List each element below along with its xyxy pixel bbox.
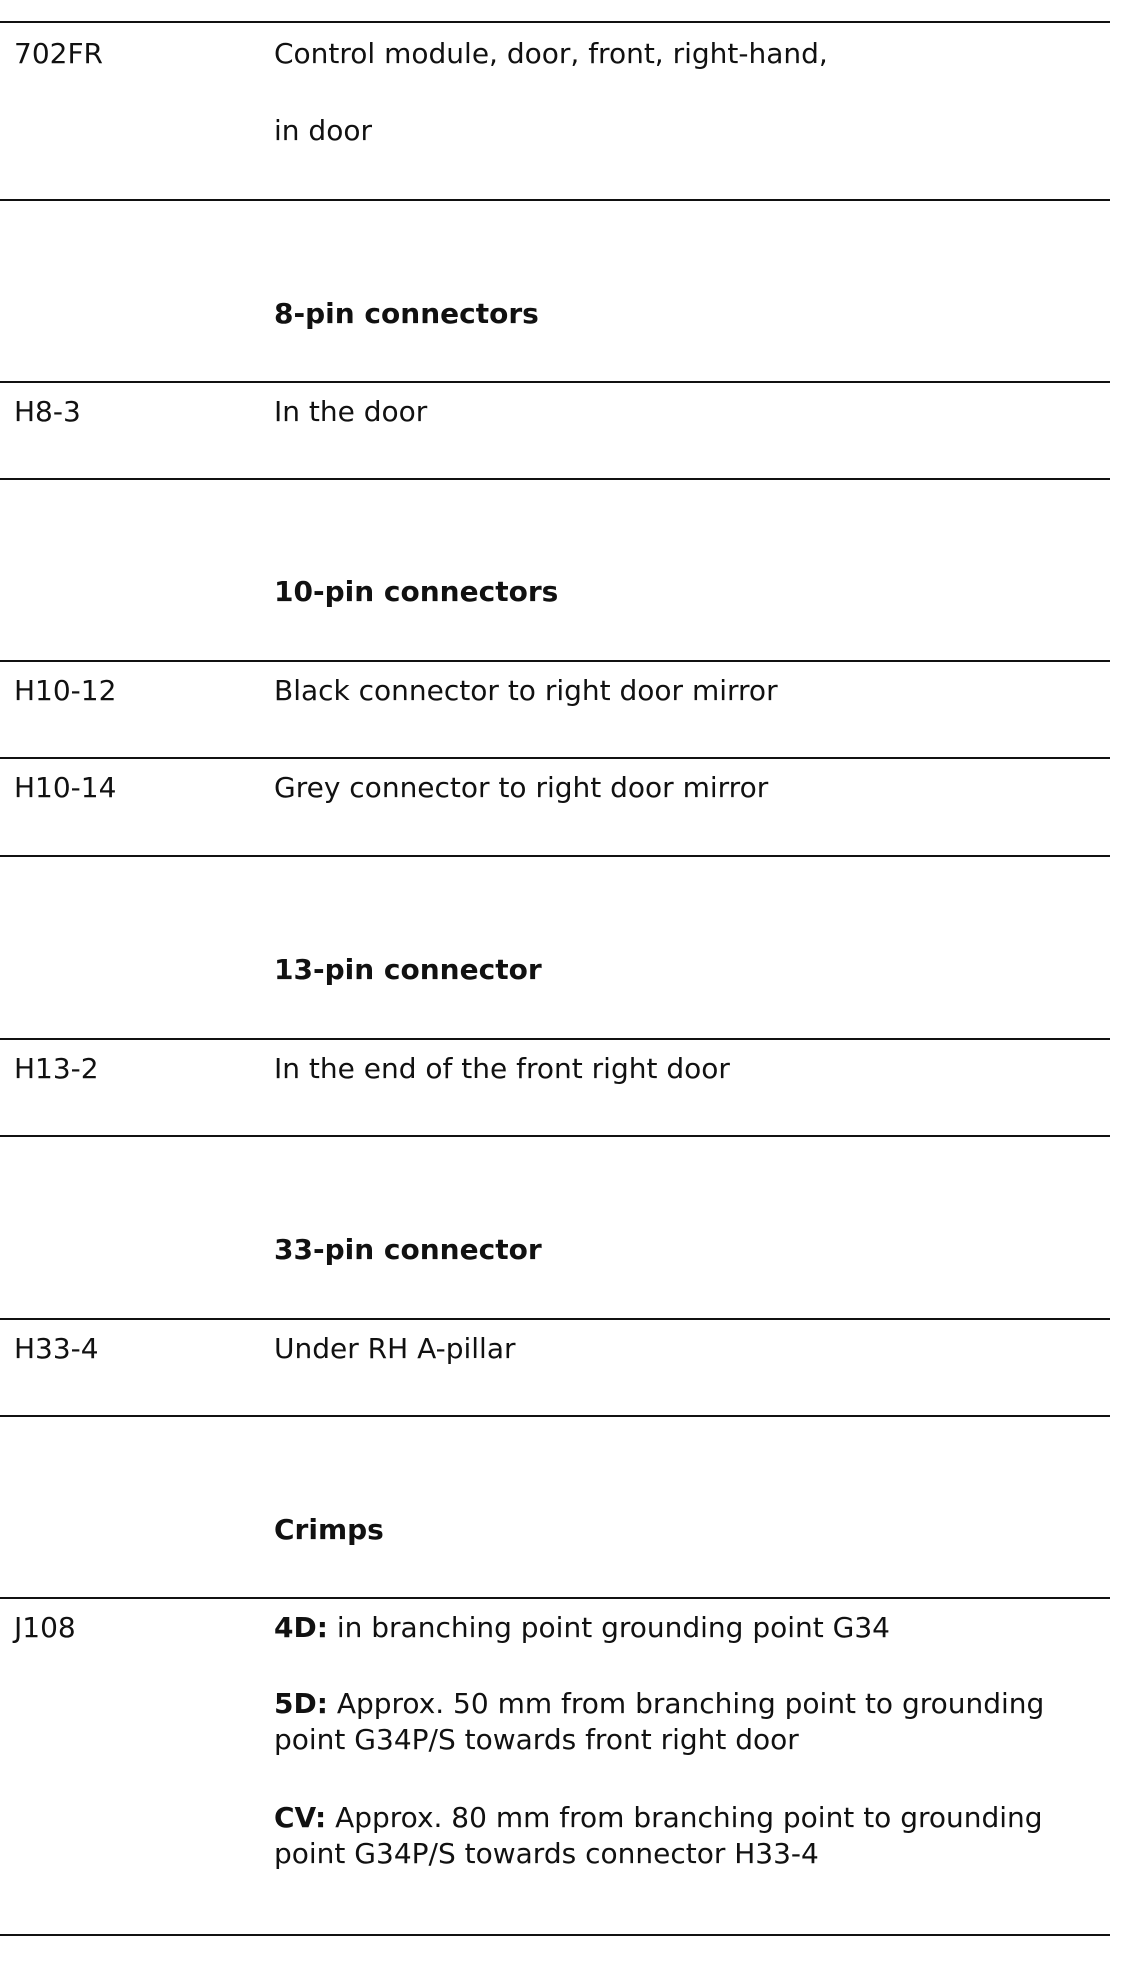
divider xyxy=(0,21,1110,23)
crimp-text: Approx. 80 mm from branching point to gr… xyxy=(274,1801,1043,1870)
section-heading: 33-pin connector xyxy=(274,1233,542,1266)
crimp-note: 5D: Approx. 50 mm from branching point t… xyxy=(274,1686,1104,1758)
connector-code: H10-14 xyxy=(14,771,117,804)
crimp-code: J108 xyxy=(14,1611,76,1644)
section-heading: 8-pin connectors xyxy=(274,297,539,330)
component-description: Control module, door, front, right-hand, xyxy=(274,37,828,70)
divider xyxy=(0,1934,1110,1936)
divider xyxy=(0,1597,1110,1599)
crimp-text: Approx. 50 mm from branching point to gr… xyxy=(274,1687,1045,1756)
connector-code: H8-3 xyxy=(14,395,81,428)
crimp-text: in branching point grounding point G34 xyxy=(327,1611,890,1644)
crimp-label: 5D: xyxy=(274,1687,328,1720)
connector-code: H10-12 xyxy=(14,674,117,707)
divider xyxy=(0,381,1110,383)
divider xyxy=(0,1415,1110,1417)
divider xyxy=(0,660,1110,662)
component-description: in door xyxy=(274,114,372,147)
connector-description: Under RH A-pillar xyxy=(274,1332,516,1365)
connector-description: Black connector to right door mirror xyxy=(274,674,778,707)
crimp-label: CV: xyxy=(274,1801,327,1834)
section-heading: 10-pin connectors xyxy=(274,575,559,608)
connector-code: H13-2 xyxy=(14,1052,99,1085)
divider xyxy=(0,855,1110,857)
connector-description: In the end of the front right door xyxy=(274,1052,730,1085)
divider xyxy=(0,1038,1110,1040)
divider xyxy=(0,199,1110,201)
component-code: 702FR xyxy=(14,37,104,70)
crimp-note: CV: Approx. 80 mm from branching point t… xyxy=(274,1800,1104,1872)
crimp-label: 4D: xyxy=(274,1611,328,1644)
connector-description: Grey connector to right door mirror xyxy=(274,771,769,804)
divider xyxy=(0,1135,1110,1137)
section-heading: 13-pin connector xyxy=(274,953,542,986)
divider xyxy=(0,478,1110,480)
divider xyxy=(0,757,1110,759)
section-heading: Crimps xyxy=(274,1513,384,1546)
connector-code: H33-4 xyxy=(14,1332,99,1365)
crimp-note: 4D: in branching point grounding point G… xyxy=(274,1610,1104,1646)
divider xyxy=(0,1318,1110,1320)
connector-description: In the door xyxy=(274,395,428,428)
